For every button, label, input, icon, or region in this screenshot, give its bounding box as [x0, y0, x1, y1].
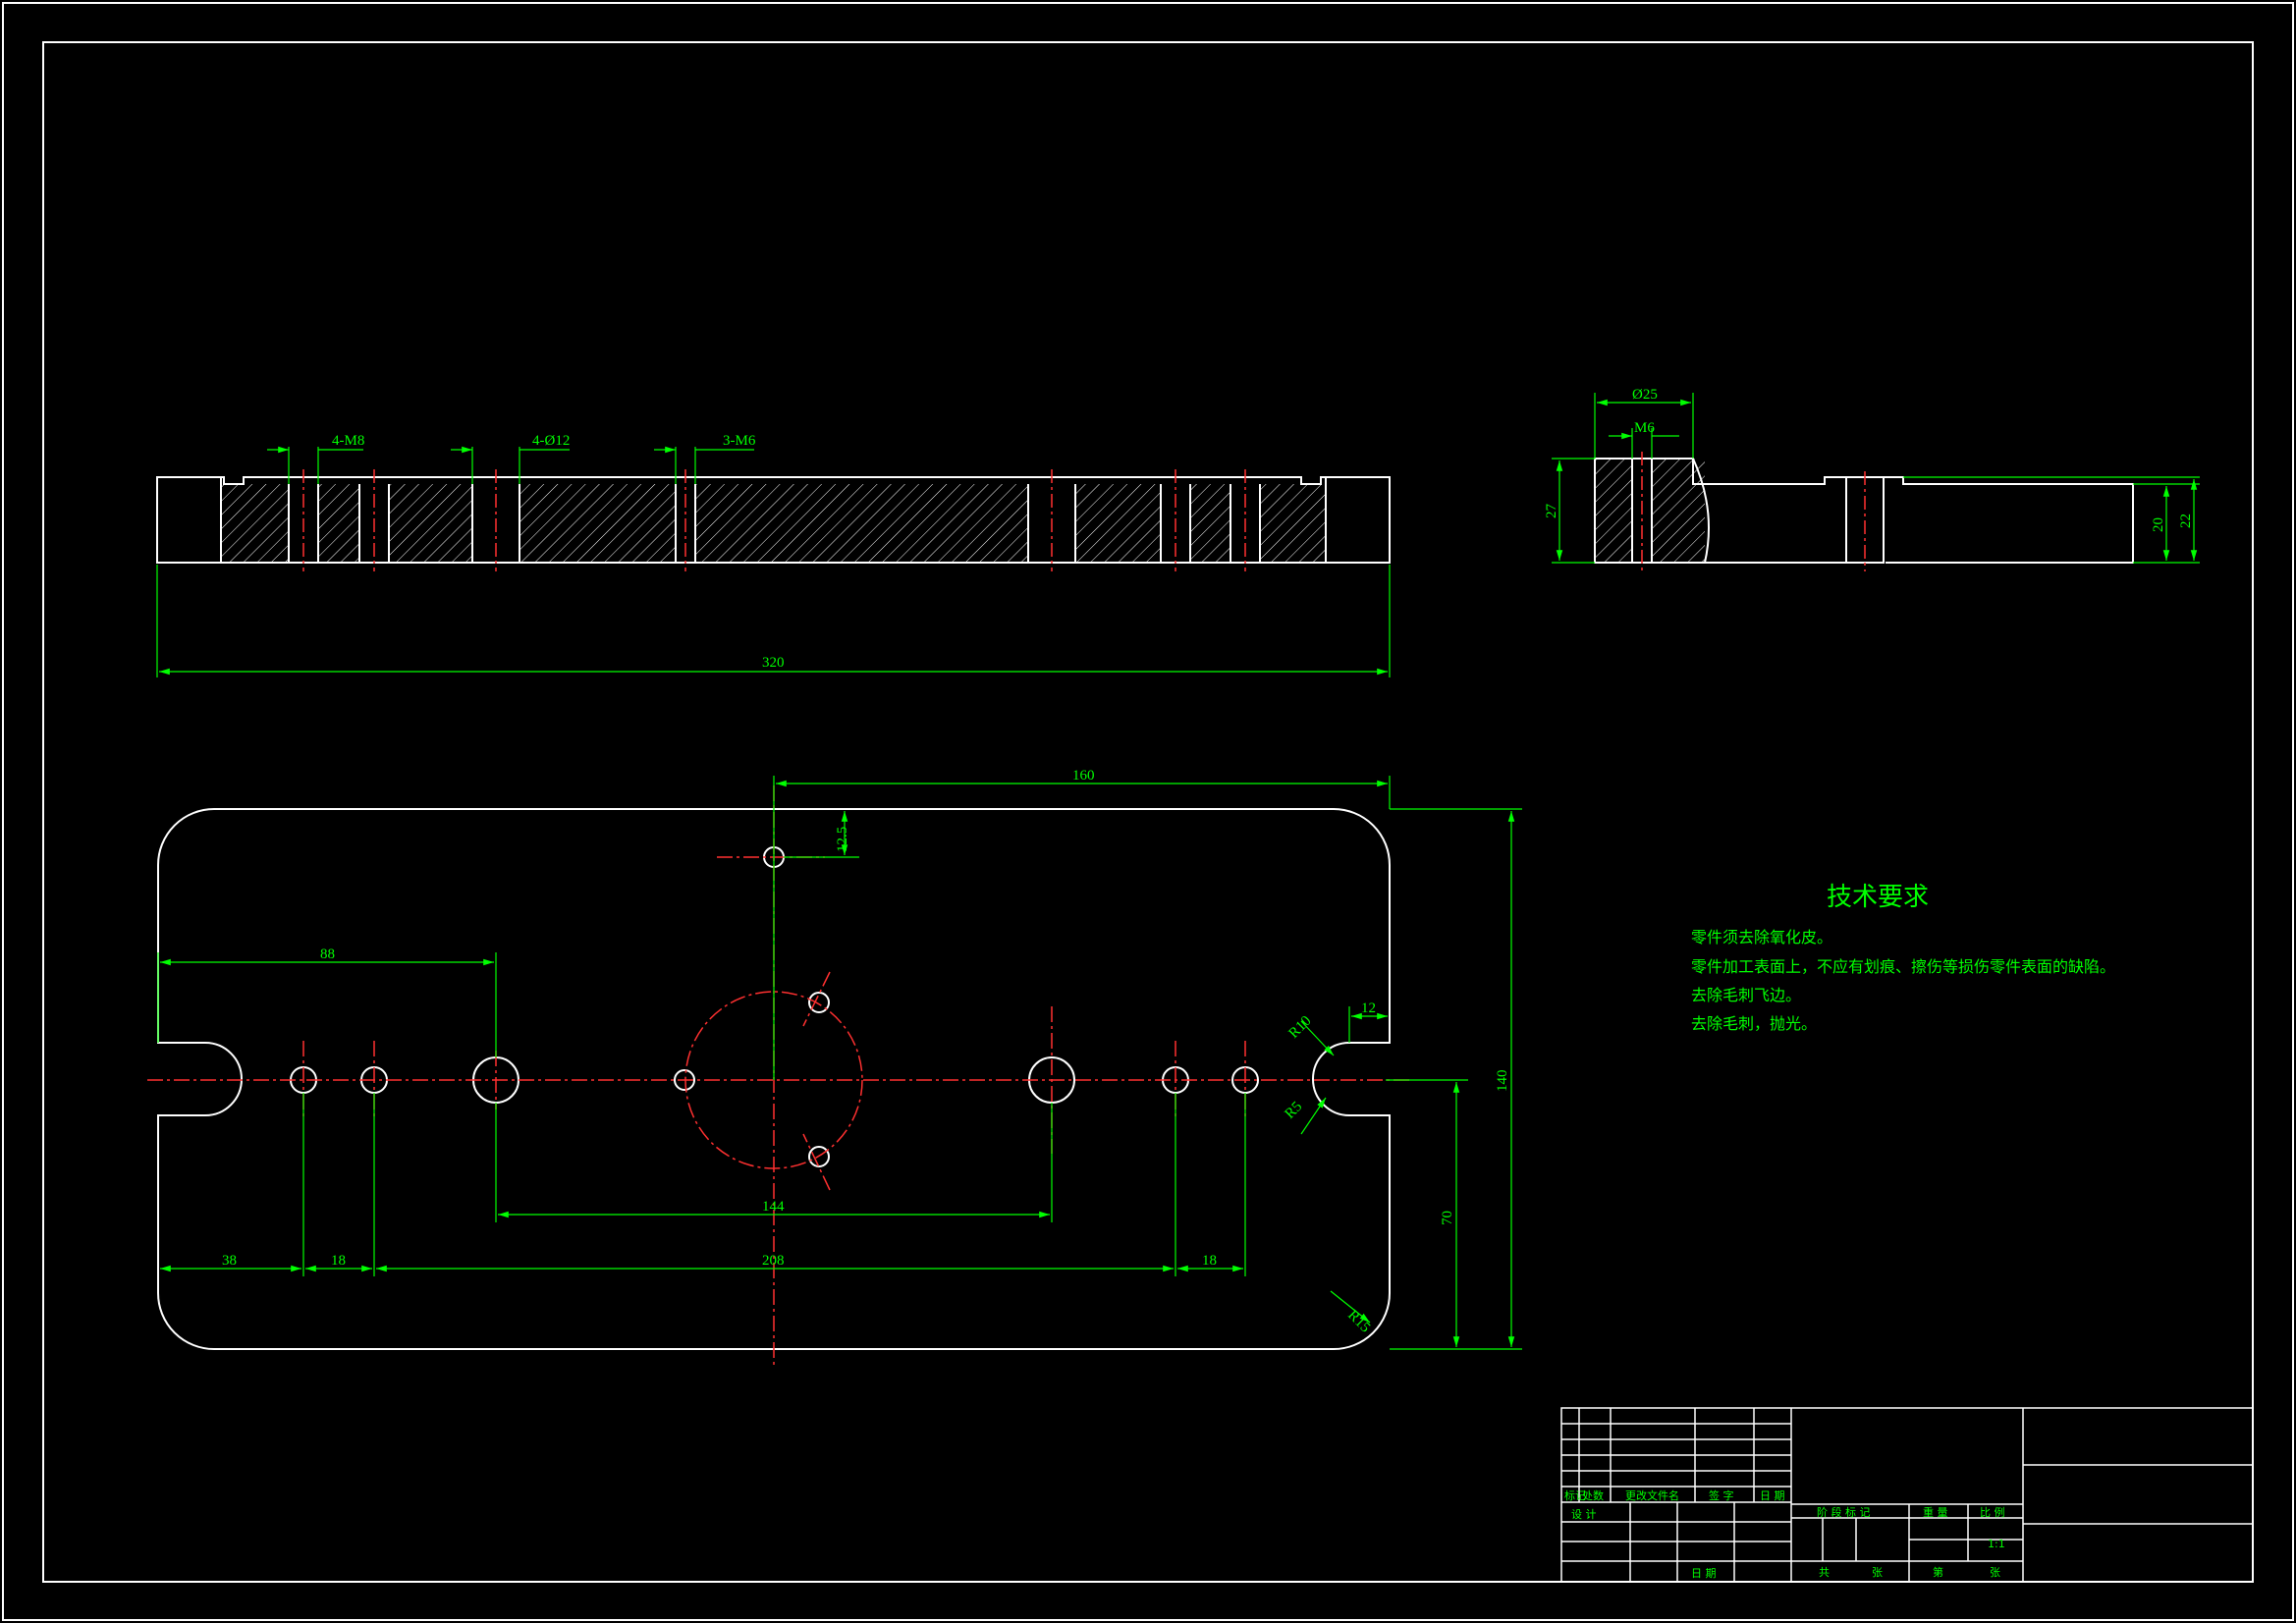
dim-208: 208	[762, 1253, 785, 1269]
callout-3-m6: 3-M6	[723, 433, 756, 449]
tb-rev-date: 日 期	[1760, 1489, 1785, 1502]
dim-r15: R15	[1344, 1308, 1373, 1336]
tb-stage-mark: 阶 段 标 记	[1817, 1505, 1871, 1519]
tech-req-item: 去除毛刺飞边。	[1691, 986, 1801, 1004]
tb-scale-value: 1:1	[1988, 1538, 2005, 1550]
dim-27: 27	[1544, 504, 1559, 519]
dim-160: 160	[1072, 768, 1095, 784]
dim-18-left: 18	[331, 1253, 346, 1269]
callout-4-m8: 4-M8	[332, 433, 364, 449]
plan-view: 160 12.5 88 12 R10 R5 140 144 38 18 208 …	[147, 768, 1522, 1365]
side-section-view: Ø25 M6 27 20 22	[1544, 387, 2200, 571]
tb-rev-count: 处数	[1582, 1489, 1604, 1502]
tb-scale: 比 例	[1980, 1505, 2005, 1519]
title-block: 标记 处数 更改文件名 签 字 日 期 设 计 日 期 阶 段 标 记 重 量 …	[1560, 1407, 2254, 1583]
callout-4-d12: 4-Ø12	[532, 433, 570, 449]
tb-sheet-unit: 张	[1990, 1566, 2000, 1579]
dim-d25: Ø25	[1632, 387, 1658, 403]
tb-weight: 重 量	[1923, 1505, 1948, 1519]
dim-140: 140	[1495, 1070, 1510, 1093]
dim-38: 38	[222, 1253, 237, 1269]
tech-req-item: 去除毛刺，抛光。	[1691, 1014, 1817, 1033]
tb-design: 设 计	[1571, 1508, 1597, 1521]
tb-sheet-no: 第	[1933, 1565, 1943, 1579]
dim-length-320: 320	[762, 655, 785, 671]
tb-rev-mark: 标记	[1564, 1488, 1586, 1502]
tech-req-item: 零件加工表面上，不应有划痕、擦伤等损伤零件表面的缺陷。	[1691, 957, 2115, 976]
tb-rev-sign: 签 字	[1709, 1488, 1734, 1502]
dim-r10: R10	[1286, 1013, 1315, 1042]
tech-req-title: 技术要求	[1827, 883, 1929, 912]
dim-12-5: 12.5	[835, 827, 850, 852]
dim-144: 144	[762, 1199, 785, 1215]
dim-20: 20	[2151, 517, 2166, 532]
dim-70: 70	[1440, 1211, 1455, 1225]
dim-r5: R5	[1283, 1099, 1306, 1122]
dim-22: 22	[2178, 514, 2194, 528]
inner-frame	[42, 41, 2254, 1583]
front-section-view: 4-M8 4-Ø12 3-M6 320	[156, 433, 1391, 677]
dim-m6: M6	[1634, 420, 1655, 436]
dim-18-right: 18	[1202, 1253, 1217, 1269]
tb-sheets: 张	[1872, 1566, 1883, 1579]
technical-requirements: 技术要求 零件须去除氧化皮。 零件加工表面上，不应有划痕、擦伤等损伤零件表面的缺…	[1691, 883, 2115, 1033]
dim-88: 88	[320, 947, 335, 962]
dim-12: 12	[1361, 1001, 1376, 1016]
tech-req-item: 零件须去除氧化皮。	[1691, 928, 1832, 947]
tb-total: 共	[1819, 1566, 1830, 1579]
tb-date: 日 期	[1691, 1567, 1717, 1580]
tb-rev-doc: 更改文件名	[1625, 1488, 1679, 1502]
